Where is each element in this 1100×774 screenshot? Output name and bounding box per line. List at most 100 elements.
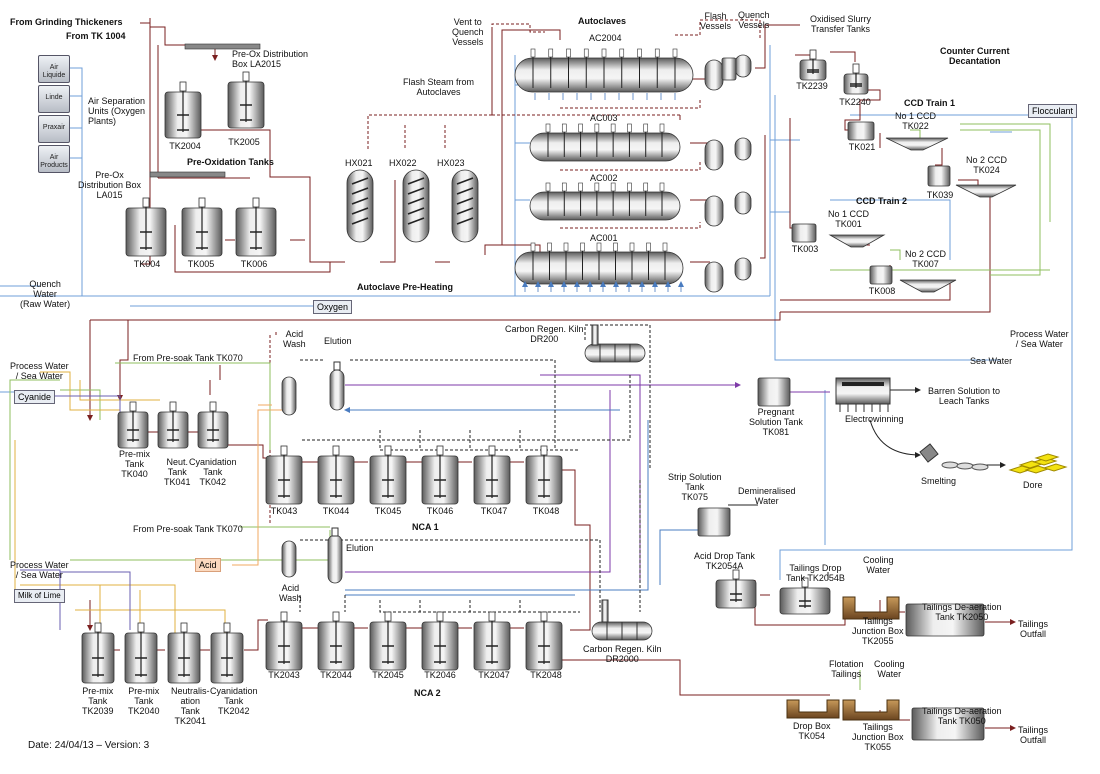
ac001-label: AC001 [590,233,618,243]
tk075-tank [697,507,731,537]
quench-water-label: Quench Water (Raw Water) [20,279,71,309]
elution-2-label: Elution [346,543,374,553]
demin-water-label: Demineralised Water [738,486,796,506]
no2-ccd-tk024-label: No 2 CCD TK024 [966,155,1008,175]
air-separation-unit-air-liquide: Air Liquide [38,55,70,83]
air-separation-unit-air-products: Air Products [38,145,70,173]
flash-vessel-extra [721,57,737,81]
ac2004-label: AC2004 [589,33,622,43]
cooling-water-2-label: Cooling Water [874,659,905,679]
tk003-tank [791,223,817,243]
acid-wash-2-column [281,540,297,578]
autoclave-preheating-label: Autoclave Pre-Heating [357,282,454,292]
flash-steam-label: Flash Steam from Autoclaves [403,77,475,97]
neut-tk041-label: Neut. Tank TK041 [164,457,191,487]
dr2000-kiln [591,621,653,641]
tk046-label: TK046 [426,506,454,516]
tk2045-label: TK2045 [372,670,404,680]
nca2-tank-3 [421,611,459,671]
tk2239-tank [799,49,827,81]
tk2041-tank [167,622,201,684]
process-water-2-label: Process Water / Sea Water [10,560,69,580]
tk008-label: TK008 [868,286,896,296]
air-separation-unit-linde: Linde [38,85,70,113]
tailings-jb-2055-label: Tailings Junction Box TK2055 [852,616,904,646]
hx022-heat-exchanger [402,169,430,243]
air-separation-unit-praxair: Praxair [38,115,70,143]
ac003-autoclave [529,123,681,162]
nca1-tank-1 [317,445,355,505]
tk004-tank [125,197,167,257]
ccd-title-label: Counter Current Decantation [940,46,1010,66]
electrowinning-unit [835,377,891,412]
nca2-tank-1 [317,611,355,671]
tk024-thickener [955,184,1017,198]
nca1-tank-4 [473,445,511,505]
tk2050-tank [905,603,985,637]
drop-box-label: Drop Box TK054 [793,721,831,741]
nca1-tank-5 [525,445,563,505]
nca2-label: NCA 2 [414,688,441,698]
carbon-kiln-dr200-label: Carbon Regen. Kiln DR200 [505,324,584,344]
tk048-label: TK048 [532,506,560,516]
elution-2-column [327,534,343,584]
cooling-water-1-label: Cooling Water [863,555,894,575]
tailings-deaer-050-label: Tailings De-aeration Tank TK050 [922,706,1002,726]
cyan-tk2042-label: Cyanidation Tank TK2042 [210,686,258,716]
preox-box-la2015-label: Pre-Ox Distribution Box LA2015 [232,49,309,69]
tailings-boxes [786,596,900,721]
barren-solution-label: Barren Solution to Leach Tanks [928,386,1001,406]
from-presoak-2-label: From Pre-soak Tank TK070 [133,524,243,534]
acid-wash-1-label: Acid Wash [283,329,306,349]
tk022-thickener [885,137,949,151]
tk2040-tank [124,622,158,684]
acid-drop-tank-label: Acid Drop Tank TK2054A [694,551,755,571]
tk003-label: TK003 [791,244,819,254]
flash-vessel-3 [704,261,724,293]
strip-tank-label: Strip Solution Tank TK075 [668,472,722,502]
nca1-tank-0 [265,445,303,505]
hx023-heat-exchanger [451,169,479,243]
tailings-deaer-2050-label: Tailings De-aeration Tank TK2050 [922,602,1002,622]
date-version-label: Date: 24/04/13 – Version: 3 [28,740,150,751]
tk043-label: TK043 [270,506,298,516]
premix-tk2040-label: Pre-mix Tank TK2040 [128,686,160,716]
acid-wash-2-label: Acid Wash [279,583,302,603]
quench-vessel-2 [734,191,752,215]
oxygen-label-box: Oxygen [313,300,353,314]
tailings-drop-tank-label: Tailings Drop Tank TK2054B [786,563,845,583]
ccd-train1-label: CCD Train 1 [904,98,956,108]
quench-vessel-0 [734,54,752,78]
premix-tk040-label: Pre-mix Tank TK040 [119,449,150,479]
tk006-label: TK006 [240,259,268,269]
pregnant-tank-label: Pregnant Solution Tank TK081 [749,407,803,437]
tk004-label: TK004 [133,259,161,269]
flash-vessel-2 [704,195,724,227]
flash-vessel-1 [704,139,724,171]
air-separation-label: Air Separation Units (Oxygen Plants) [88,96,146,126]
tk2005-label: TK2005 [228,137,260,147]
process-water-right-label: Process Water / Sea Water [1010,329,1069,349]
tk2240-tank [843,63,869,95]
nca2-tank-5 [525,611,563,671]
tk050-tank [911,707,985,741]
tk2005-tank [227,71,265,129]
from-tk1004-label: From TK 1004 [66,31,126,41]
tk021-tank [847,121,875,141]
flash-vessel-0 [704,59,724,91]
electrowinning-label: Electrowinning [845,414,904,424]
elution-1-label: Elution [324,336,352,346]
quench-vessels-label: Quench Vessels [738,10,770,30]
oxidised-slurry-label: Oxidised Slurry Transfer Tanks [810,14,872,34]
flotation-tailings-label: Flotation Tailings [829,659,864,679]
smelting-label: Smelting [921,476,957,486]
tk2054a-tank [715,569,757,609]
vent-quench-label: Vent to Quench Vessels [452,17,484,47]
tk042-tank [197,401,229,449]
hx021-label: HX021 [345,158,373,168]
no1-ccd-tk022-label: No 1 CCD TK022 [895,111,937,131]
tk2047-label: TK2047 [478,670,510,680]
tk044-label: TK044 [322,506,350,516]
nca2-tank-0 [265,611,303,671]
milk-of-lime-label-box: Milk of Lime [14,589,65,603]
